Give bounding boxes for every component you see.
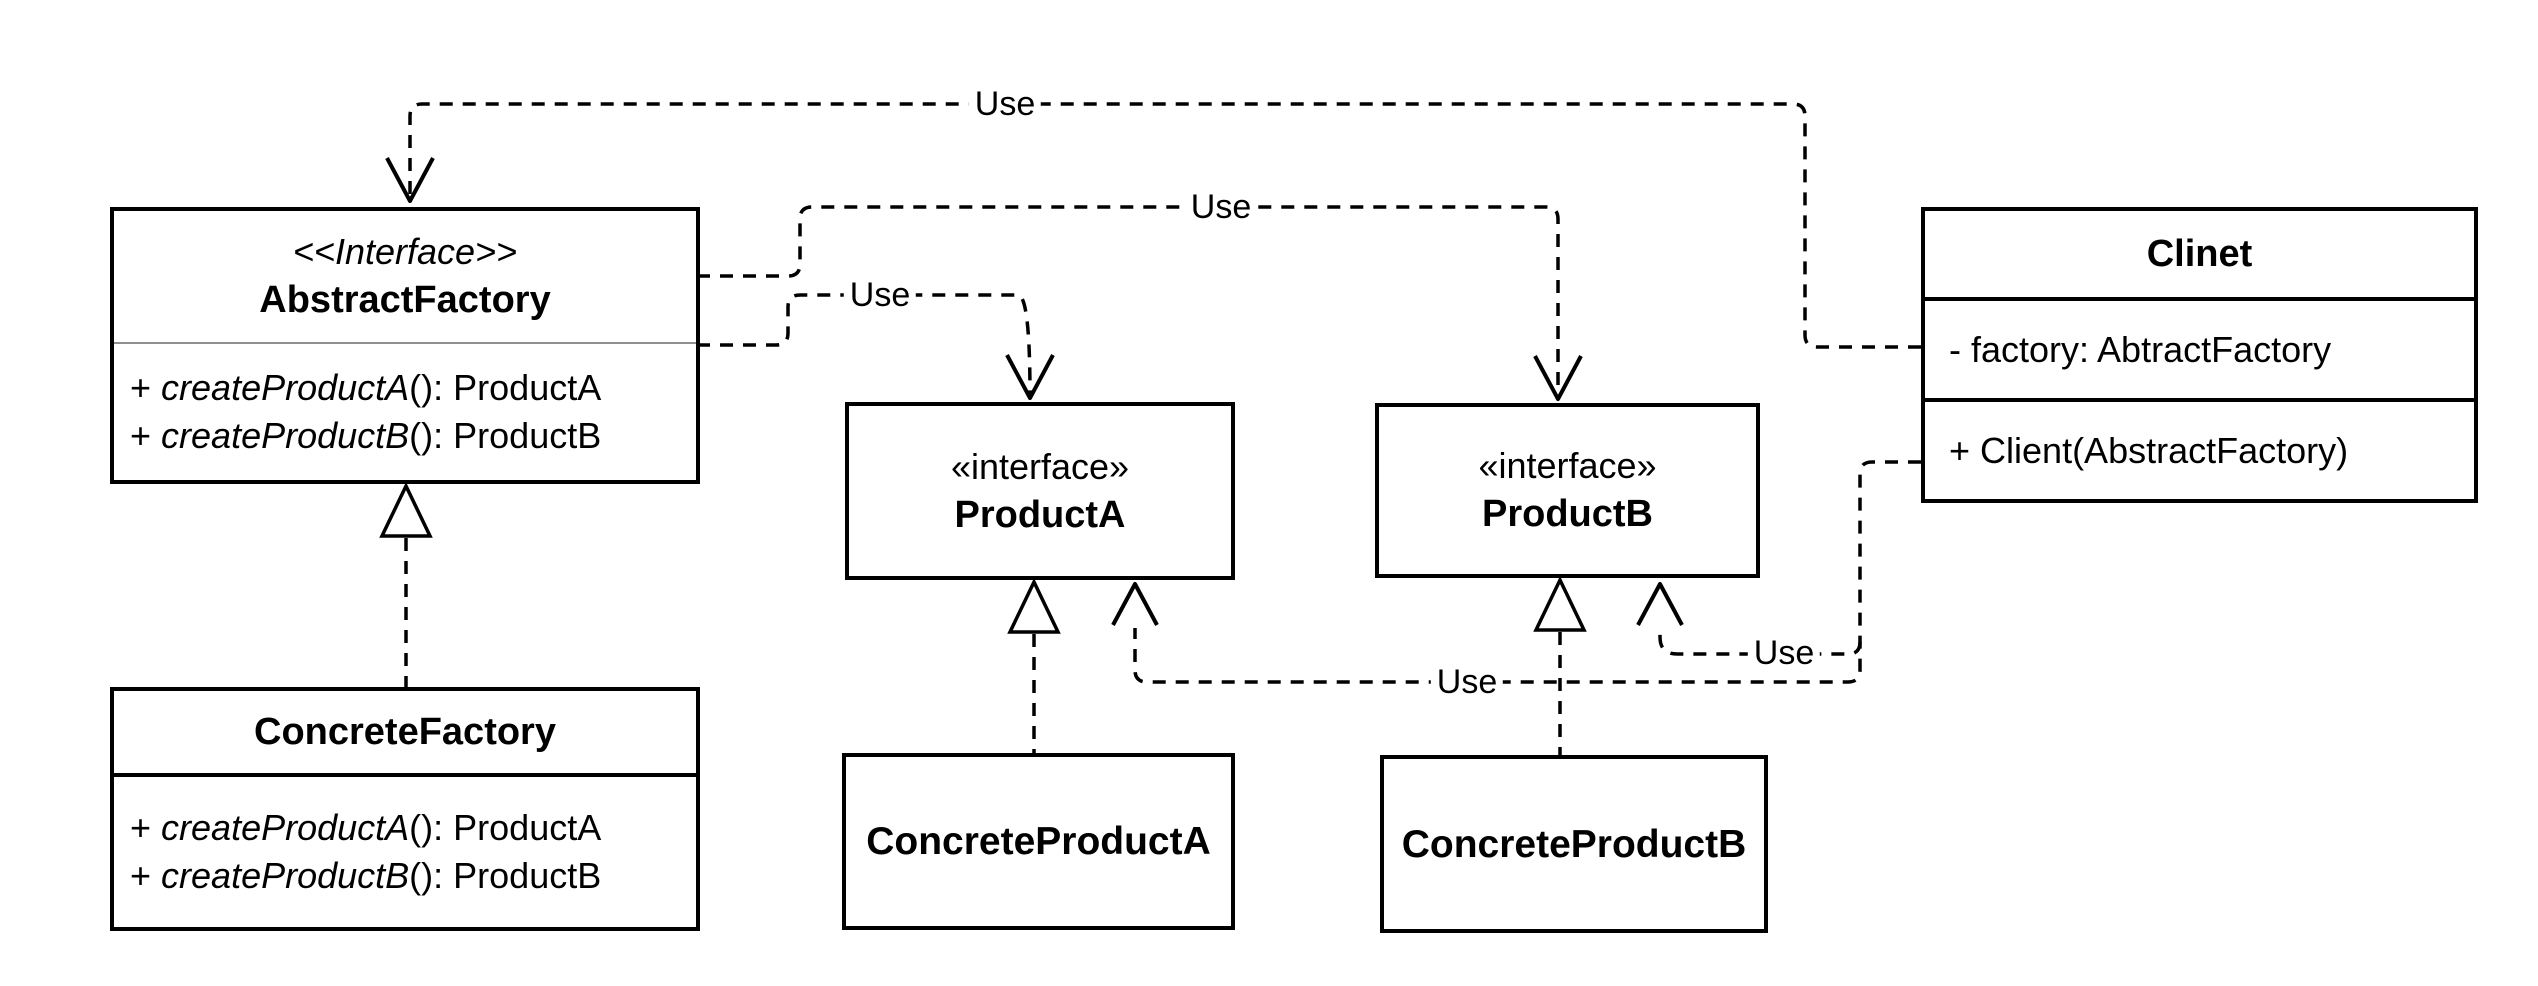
realization-triangle-abstract-factory: [379, 481, 433, 538]
method-visibility: +: [130, 807, 162, 848]
method-signature: (): ProductB: [409, 855, 602, 896]
attribute-factory: - factory: AbtractFactory: [1949, 328, 2332, 370]
edge-label-client-uses-abstract-factory: Use: [968, 85, 1042, 123]
method-visibility: +: [130, 855, 162, 896]
class-client-header: Clinet: [1925, 211, 2474, 297]
class-name: ConcreteFactory: [254, 710, 556, 753]
edge-client-to-product-b: [1658, 628, 1862, 656]
class-product-b-header: «interface» ProductB: [1379, 407, 1756, 574]
method-signature: (): ProductA: [409, 807, 602, 848]
class-abstract-factory-header: <<Interface>> AbstractFactory: [114, 211, 696, 342]
class-abstract-factory-methods: + createProductA(): ProductA + createPro…: [114, 342, 696, 480]
stereotype-label: «interface»: [950, 445, 1130, 487]
edge-client-to-product-a: [1133, 460, 1921, 684]
method-name: createProductB: [161, 855, 410, 896]
method-visibility: +: [130, 415, 162, 456]
method-create-product-a: + createProductA(): ProductA: [130, 804, 690, 852]
edge-abstract-factory-to-product-a: [697, 293, 1032, 397]
class-name: ProductA: [954, 493, 1126, 536]
class-client-attributes: - factory: AbtractFactory: [1925, 297, 2474, 398]
edge-label-client-uses-product-a: Use: [1430, 663, 1504, 701]
open-arrowhead-into-product-a-top: [1005, 354, 1055, 400]
method-name: createProductA: [161, 807, 410, 848]
class-name: AbstractFactory: [259, 279, 551, 321]
class-concrete-product-b: ConcreteProductB: [1380, 755, 1768, 933]
method-name: createProductA: [161, 367, 410, 408]
method-client-constructor: + Client(AbstractFactory): [1949, 429, 2349, 471]
stereotype-label: <<Interface>>: [292, 231, 518, 272]
class-product-a: «interface» ProductA: [845, 402, 1235, 580]
class-name: Clinet: [2146, 232, 2253, 275]
method-signature: (): ProductB: [409, 415, 602, 456]
open-arrowhead-into-abstract-factory: [385, 157, 435, 203]
class-name: ConcreteProductB: [1401, 822, 1747, 866]
class-name: ConcreteProductA: [866, 820, 1211, 863]
open-arrowhead-into-product-a-bottom: [1111, 582, 1159, 626]
method-create-product-a: + createProductA(): ProductA: [130, 364, 690, 412]
edge-client-to-abstract-factory: [408, 102, 1921, 349]
class-product-b: «interface» ProductB: [1375, 403, 1760, 578]
class-concrete-product-a-header: ConcreteProductA: [846, 757, 1231, 926]
class-concrete-product-a: ConcreteProductA: [842, 753, 1235, 930]
method-signature: (): ProductA: [409, 367, 602, 408]
stereotype-label: «interface»: [1478, 445, 1657, 486]
class-concrete-product-b-header: ConcreteProductB: [1384, 759, 1764, 929]
open-arrowhead-into-product-b-top: [1533, 355, 1583, 401]
class-client: Clinet - factory: AbtractFactory + Clien…: [1921, 207, 2478, 503]
class-name: ProductB: [1482, 493, 1653, 535]
class-client-methods: + Client(AbstractFactory): [1925, 398, 2474, 499]
edge-label-client-uses-product-b: Use: [1747, 634, 1821, 672]
class-abstract-factory: <<Interface>> AbstractFactory + createPr…: [110, 207, 700, 484]
open-arrowhead-into-product-b-bottom: [1636, 582, 1684, 626]
realization-triangle-product-a: [1007, 577, 1061, 634]
edge-label-abstract-factory-uses-product-b: Use: [1184, 188, 1258, 226]
class-product-a-header: «interface» ProductA: [849, 406, 1231, 576]
class-concrete-factory-header: ConcreteFactory: [114, 691, 696, 773]
method-visibility: +: [130, 367, 162, 408]
realization-triangle-product-b: [1533, 575, 1587, 632]
class-concrete-factory-methods: + createProductA(): ProductA + createPro…: [114, 773, 696, 927]
method-create-product-b: + createProductB(): ProductB: [130, 412, 690, 460]
method-create-product-b: + createProductB(): ProductB: [130, 852, 690, 900]
method-name: createProductB: [161, 415, 410, 456]
edge-abstract-factory-to-product-b: [697, 205, 1560, 397]
class-concrete-factory: ConcreteFactory + createProductA(): Prod…: [110, 687, 700, 931]
edge-label-abstract-factory-uses-product-a: Use: [843, 276, 917, 314]
